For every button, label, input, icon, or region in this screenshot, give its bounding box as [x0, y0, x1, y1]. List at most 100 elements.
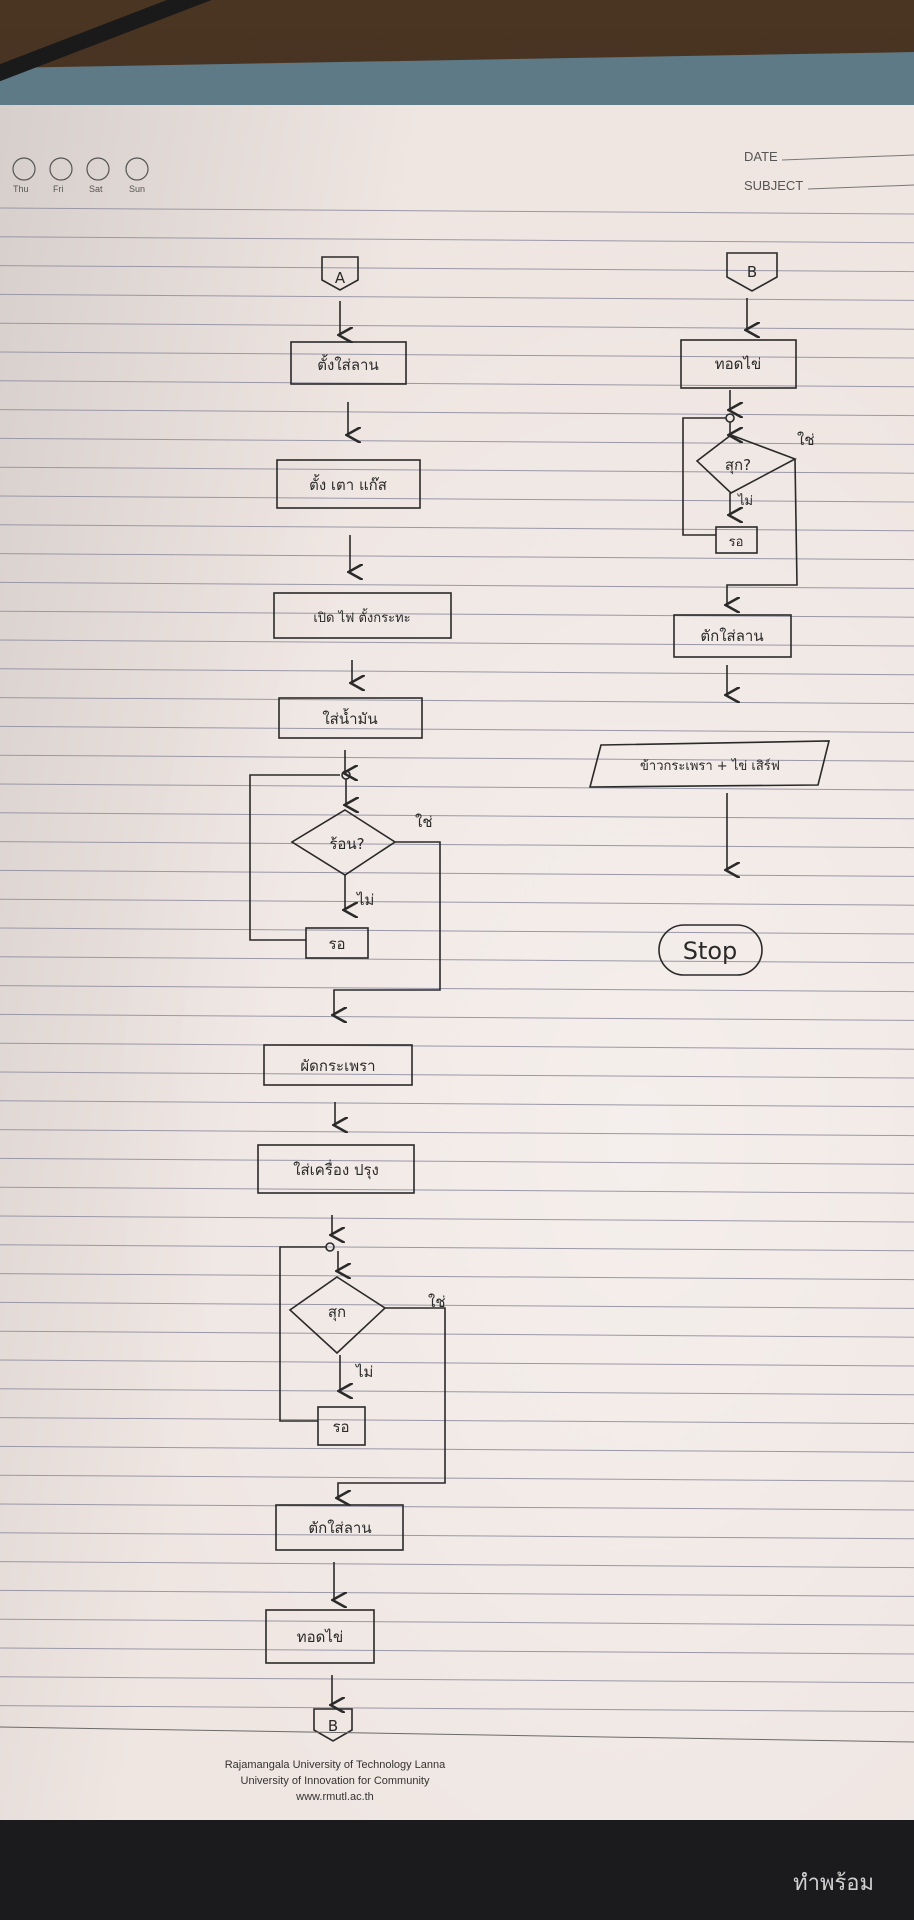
day-thu: Thu [13, 184, 29, 194]
wait-box-2 [317, 1406, 366, 1446]
ruled-line [0, 1676, 914, 1684]
flowchart-page-svg: DATE SUBJECT Thu Fri Sat Sun [0, 149, 914, 1803]
ruled-line [0, 495, 914, 503]
ruled-line [0, 898, 914, 906]
ruled-line [0, 322, 914, 330]
ruled-line [0, 524, 914, 532]
decision-2-shape [288, 1276, 387, 1355]
right-loop-junction [725, 413, 735, 423]
ruled-line [0, 812, 914, 820]
decision-1-text: ร้อน? [329, 835, 364, 853]
step-5-text: ผัดกระเพรา [300, 1057, 375, 1075]
ruled-line [0, 293, 914, 301]
connector-a-label: A [335, 269, 346, 287]
footer-website: www.rmutl.ac.th [295, 1791, 374, 1803]
wait-box-1 [305, 927, 369, 959]
right-step-1-text: ทอดไข่ [715, 355, 761, 373]
ruled-line [0, 697, 914, 705]
ruled-line [0, 351, 914, 359]
step-box-6 [257, 1144, 415, 1194]
step-3-text: เปิด ไฟ ตั้งกระทะ [313, 608, 410, 626]
loop-line-1 [249, 774, 340, 941]
ruled-line [0, 1330, 914, 1338]
ruled-line [0, 236, 914, 244]
ruled-line [0, 1445, 914, 1453]
ruled-line [0, 1186, 914, 1194]
ruled-line [0, 1618, 914, 1626]
step-4-text: ใส่น้ำมัน [322, 708, 377, 728]
ruled-line [0, 1503, 914, 1511]
ruled-line [0, 1042, 914, 1050]
decision-2-yes: ใช่ [428, 1293, 446, 1311]
right-wait-box [715, 526, 758, 554]
notebook-bottom-cover [0, 1820, 914, 1920]
ruled-line [0, 668, 914, 676]
ruled-line [0, 1359, 914, 1367]
loop-line-2 [279, 1246, 326, 1422]
ruled-line [0, 1705, 914, 1713]
yes-line-2 [338, 1307, 446, 1498]
day-sun: Sun [129, 184, 145, 194]
step-box-1 [290, 341, 407, 385]
right-step-box-1 [680, 339, 797, 389]
ruled-line [0, 380, 914, 388]
right-wait-text: รอ [729, 535, 744, 550]
right-loop-line [682, 417, 726, 536]
loop-junction-1 [341, 770, 351, 780]
right-output-text: ข้าวกระเพรา + ไข่ เสิร์ฟ [640, 758, 780, 774]
footer-university: Rajamangala University of Technology Lan… [225, 1759, 446, 1771]
footer-tagline: University of Innovation for Community [241, 1775, 430, 1787]
step-box-3 [273, 592, 452, 639]
connector-b-left-shape [313, 1708, 353, 1742]
step-box-8 [265, 1609, 375, 1664]
step-7-text: ตักใส่ลาน [308, 1519, 371, 1537]
connector-b-label: B [747, 263, 757, 281]
ruled-line [0, 610, 914, 618]
cover-text: ทำพร้อม [793, 1871, 874, 1896]
right-decision-yes: ใช่ [797, 431, 815, 449]
ruled-line [0, 754, 914, 762]
wait-2-text: รอ [332, 1418, 349, 1436]
ruled-line [0, 1532, 914, 1540]
decision-1-yes: ใช่ [415, 813, 433, 831]
ruled-line [0, 956, 914, 964]
ruled-line [0, 783, 914, 791]
wait-1-text: รอ [328, 935, 345, 953]
notebook-page: DATE SUBJECT Thu Fri Sat Sun [0, 105, 914, 1825]
stop-terminal-text: Stop [683, 937, 738, 965]
ruled-line [0, 1157, 914, 1165]
yes-line-1 [334, 841, 441, 1015]
ruled-line [0, 985, 914, 993]
ruled-line [0, 1301, 914, 1309]
ruled-line [0, 1071, 914, 1079]
ruled-line [0, 725, 914, 733]
ruled-line [0, 1273, 914, 1281]
connector-b-left-label: B [328, 1717, 338, 1735]
ruled-line [0, 1100, 914, 1108]
right-step-box-2 [673, 614, 792, 658]
ruled-line [0, 1215, 914, 1223]
ruled-line [0, 841, 914, 849]
connector-b-shape [726, 252, 778, 292]
decision-1-no: ไม่ [356, 891, 374, 909]
ruled-line [0, 1647, 914, 1655]
right-output-shape [588, 740, 831, 788]
ruled-line [0, 1561, 914, 1569]
ruled-line [0, 265, 914, 273]
ruled-line [0, 581, 914, 589]
step-1-text: ตั้งใส่ลาน [317, 354, 378, 374]
ruled-line [0, 1129, 914, 1137]
ruled-line [0, 466, 914, 474]
right-decision-no: ไม่ [737, 493, 753, 509]
ruled-line [0, 927, 914, 935]
ruled-line [0, 1417, 914, 1425]
step-box-7 [275, 1504, 404, 1551]
decision-2-no: ไม่ [355, 1363, 373, 1381]
day-sat: Sat [89, 184, 103, 194]
right-step-2-text: ตักใส่ลาน [700, 627, 763, 645]
decision-2-text: สุก [328, 1303, 346, 1322]
ruled-line [0, 437, 914, 445]
step-8-text: ทอดไข่ [297, 1628, 343, 1646]
ruled-line [0, 553, 914, 561]
connector-a-shape [321, 256, 359, 291]
